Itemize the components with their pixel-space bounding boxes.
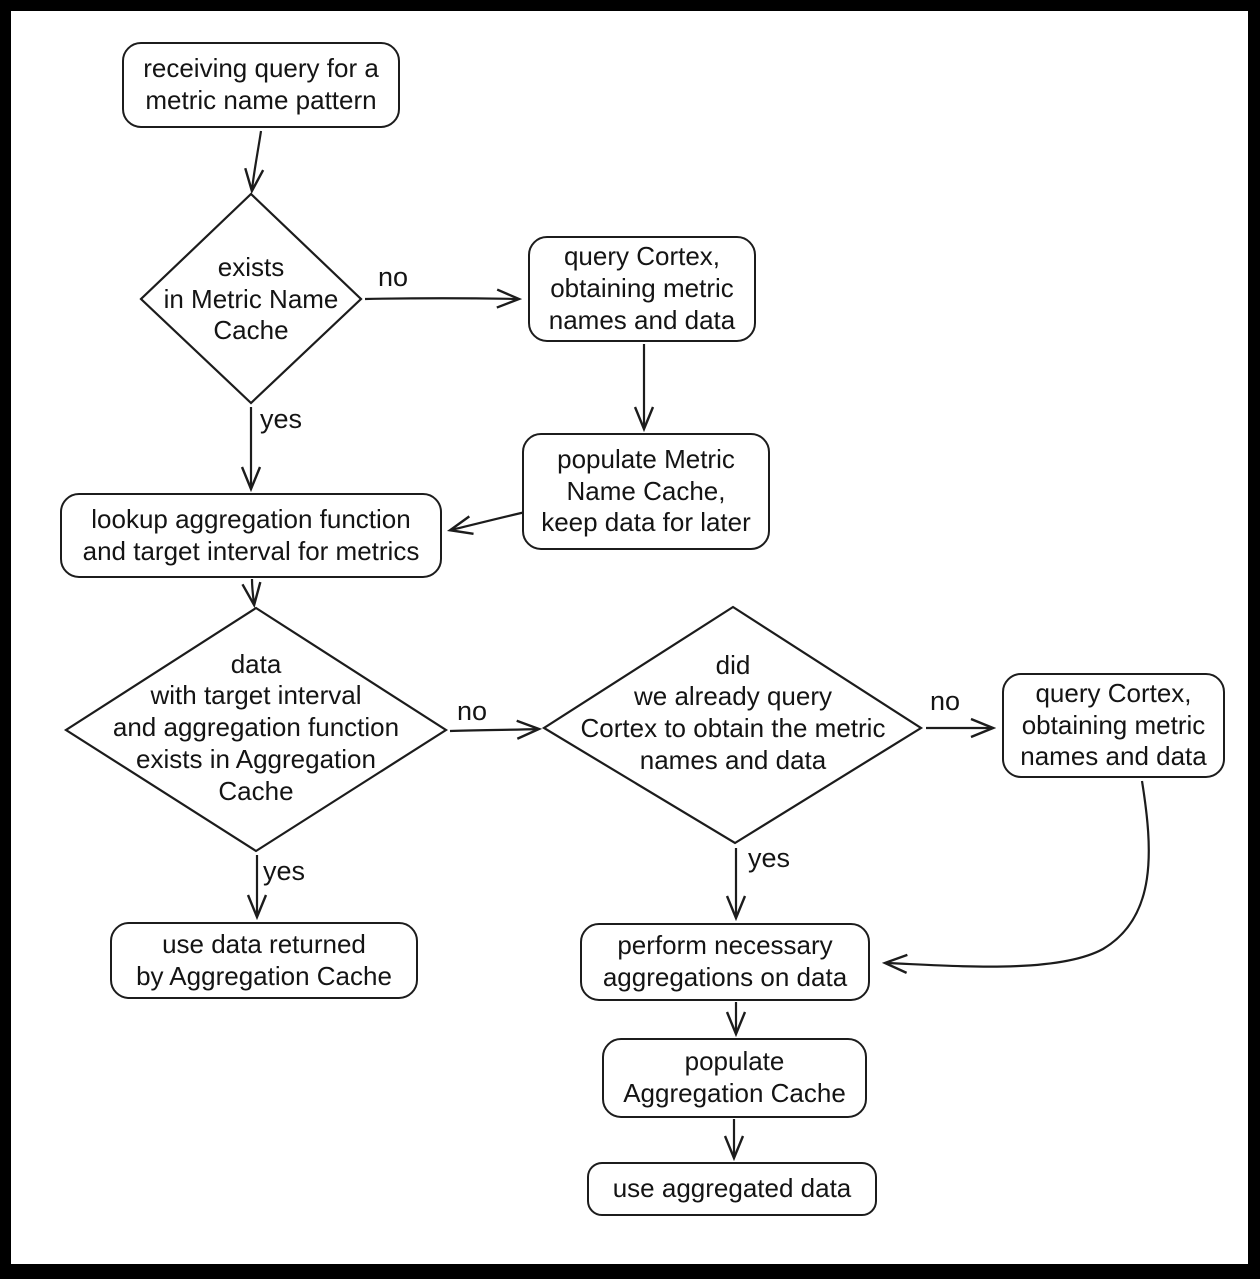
edge-label-agg-cache-yes: yes: [263, 856, 306, 886]
edge-label-already-no: no: [930, 686, 961, 716]
node-lookup-aggregation: lookup aggregation function and target i…: [60, 493, 442, 578]
edge-label-already-yes: yes: [748, 843, 791, 873]
node-query-cortex-top: query Cortex, obtaining metric names and…: [528, 236, 756, 342]
node-receive-query: receiving query for a metric name patter…: [122, 42, 400, 128]
edge-label-exists-yes: yes: [260, 404, 303, 434]
node-perform-aggregations: perform necessary aggregations on data: [580, 923, 870, 1001]
edge-label-agg-cache-no: no: [457, 696, 488, 726]
node-populate-metric-name-cache: populate Metric Name Cache, keep data fo…: [522, 433, 770, 550]
node-use-data-returned: use data returned by Aggregation Cache: [110, 922, 418, 999]
label-aggregation-cache-check: data with target interval and aggregatio…: [112, 648, 400, 806]
node-populate-aggregation-cache: populate Aggregation Cache: [602, 1038, 867, 1118]
node-use-aggregated-data: use aggregated data: [587, 1162, 877, 1216]
label-already-queried-check: did we already query Cortex to obtain th…: [580, 649, 886, 775]
edge-label-exists-no: no: [378, 262, 409, 292]
label-exists-metric-name-cache: exists in Metric Name Cache: [163, 251, 339, 346]
node-query-cortex-right: query Cortex, obtaining metric names and…: [1002, 673, 1225, 778]
